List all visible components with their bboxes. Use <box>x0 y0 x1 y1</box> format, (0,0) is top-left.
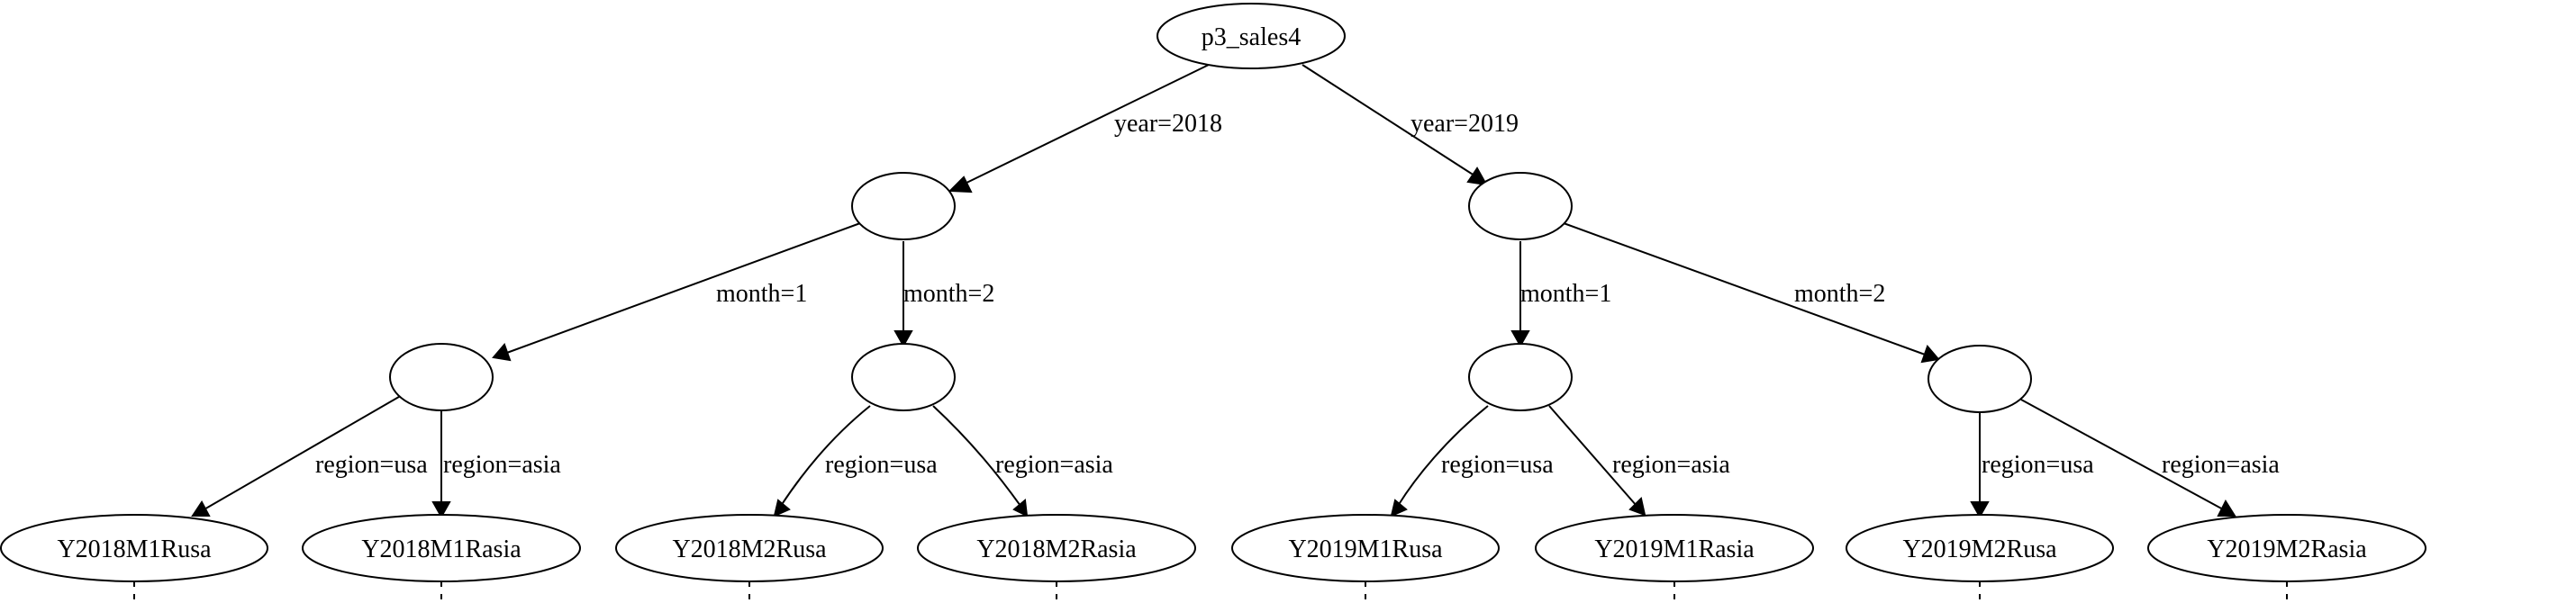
edge-2018m1-region-asia <box>431 403 451 519</box>
root-node: p3_sales4 <box>1156 3 1346 69</box>
edge-root-year-2019 <box>1302 64 1488 186</box>
edge-label-2019-month-2: month=2 <box>1794 280 1885 308</box>
leaf-label-y2018m2rusa: Y2018M2Rusa <box>672 536 827 563</box>
edge-label-2018-month-1: month=1 <box>716 280 807 308</box>
edge-2019m2-region-usa <box>1970 412 1990 519</box>
root-node-label: p3_sales4 <box>1202 23 1301 51</box>
leaf-node-y2019m2rasia: Y2019M2Rasia <box>2147 514 2426 582</box>
edge-label-2019m2-region-asia: region=asia <box>2162 451 2280 479</box>
leaf-label-y2018m1rasia: Y2018M1Rasia <box>361 536 522 563</box>
leaf-node-y2019m1rusa: Y2019M1Rusa <box>1231 514 1500 582</box>
leaf-label-y2019m2rusa: Y2019M2Rusa <box>1902 536 2057 563</box>
edge-2019m1-region-asia <box>1548 405 1646 517</box>
edge-2018m2-region-asia <box>932 405 1029 518</box>
edge-label-2019-month-1: month=1 <box>1520 280 1611 308</box>
month-node-2018m2 <box>851 343 956 411</box>
edge-root-year-2018 <box>948 62 1213 194</box>
edge-label-year-2019: year=2019 <box>1410 110 1519 138</box>
leaf-node-y2019m1rasia: Y2019M1Rasia <box>1535 514 1814 582</box>
edge-label-2018-month-2: month=2 <box>903 280 994 308</box>
edge-2019m2-region-asia <box>2020 399 2236 517</box>
year-node-2019 <box>1468 172 1573 240</box>
edge-2019-month-1 <box>1510 241 1530 348</box>
edge-2019m1-region-usa <box>1390 405 1489 518</box>
leaf-label-y2018m2rasia: Y2018M2Rasia <box>976 536 1137 563</box>
leaf-label-y2019m2rasia: Y2019M2Rasia <box>2207 536 2367 563</box>
edge-2018m1-region-usa <box>191 393 404 517</box>
edge-label-2018m1-region-usa: region=usa <box>315 451 428 479</box>
edge-label-2019m1-region-asia: region=asia <box>1612 451 1730 479</box>
edge-label-2018m1-region-asia: region=asia <box>443 451 561 479</box>
month-node-2019m2 <box>1927 345 2032 413</box>
leaf-node-y2018m2rasia: Y2018M2Rasia <box>917 514 1196 582</box>
leaf-label-y2019m1rusa: Y2019M1Rusa <box>1288 536 1443 563</box>
edge-label-2019m1-region-usa: region=usa <box>1441 451 1554 479</box>
edge-2018m2-region-usa <box>773 405 871 518</box>
leaf-label-y2019m1rasia: Y2019M1Rasia <box>1594 536 1755 563</box>
leaf-node-y2019m2rusa: Y2019M2Rusa <box>1846 514 2114 582</box>
leaf-node-y2018m1rasia: Y2018M1Rasia <box>302 514 581 582</box>
edge-2019-month-2 <box>1563 222 1940 364</box>
month-node-2019m1 <box>1468 343 1573 411</box>
leaf-label-y2018m1rusa: Y2018M1Rusa <box>57 536 212 563</box>
edge-label-year-2018: year=2018 <box>1114 110 1222 138</box>
edge-label-2018m2-region-usa: region=usa <box>825 451 938 479</box>
edge-label-2018m2-region-asia: region=asia <box>995 451 1113 479</box>
edge-label-2019m2-region-usa: region=usa <box>1982 451 2094 479</box>
leaf-node-y2018m2rusa: Y2018M2Rusa <box>615 514 884 582</box>
year-node-2018 <box>851 172 956 240</box>
edge-2018-month-2 <box>893 241 913 348</box>
leaf-node-y2018m1rusa: Y2018M1Rusa <box>0 514 268 582</box>
edge-2018-month-1 <box>492 222 861 362</box>
month-node-2018m1 <box>389 343 494 411</box>
